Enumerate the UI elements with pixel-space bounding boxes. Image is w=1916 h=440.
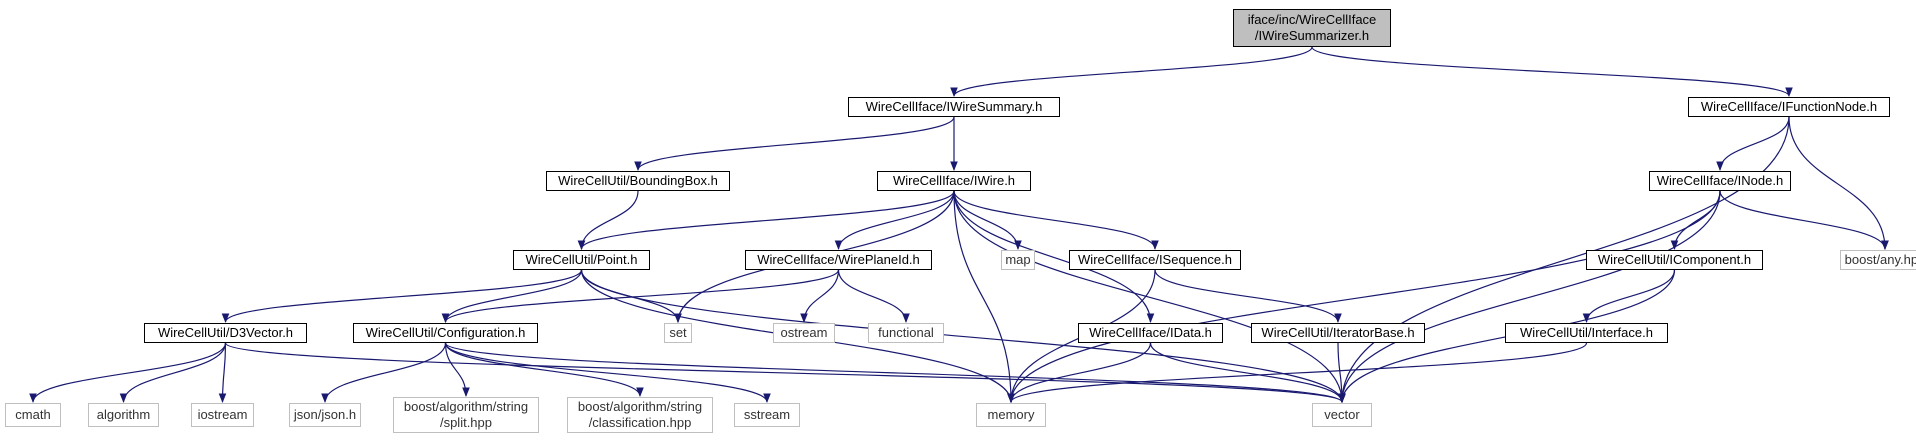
node-cmath[interactable]: cmath — [5, 403, 61, 427]
node-configuration[interactable]: WireCellUtil/Configuration.h — [353, 323, 538, 343]
edge-isequence-to-iteratorbase — [1154, 269, 1342, 323]
edge-wireplaneid-to-ostream — [800, 269, 840, 323]
node-wireplaneid[interactable]: WireCellIface/WirePlaneId.h — [745, 250, 932, 270]
edge-inode-to-memory — [1007, 190, 1721, 403]
node-iwire[interactable]: WireCellIface/IWire.h — [877, 171, 1031, 191]
edge-iteratorbase-to-vector — [1337, 342, 1346, 403]
node-icomponent[interactable]: WireCellUtil/IComponent.h — [1586, 250, 1763, 270]
edge-d3vector-to-algorithm — [119, 342, 227, 403]
edge-d3vector-to-iostream — [218, 342, 227, 403]
edge-idata-to-vector — [1149, 342, 1346, 403]
edge-wireplaneid-to-configuration — [441, 269, 840, 323]
node-iteratorbase[interactable]: WireCellUtil/IteratorBase.h — [1251, 323, 1425, 343]
edge-iwiresummary-to-boundingbox — [634, 116, 955, 171]
edge-interface-to-memory — [1007, 342, 1588, 403]
edge-iwire-to-idata — [953, 190, 1155, 323]
node-json[interactable]: json/json.h — [289, 403, 361, 427]
node-sstream[interactable]: sstream — [734, 403, 800, 427]
node-interface[interactable]: WireCellUtil/Interface.h — [1505, 323, 1668, 343]
edge-iwire-to-wireplaneid — [834, 190, 955, 250]
node-split[interactable]: boost/algorithm/string /split.hpp — [393, 397, 539, 433]
edge-configuration-to-sstream — [444, 342, 771, 403]
node-isequence[interactable]: WireCellIface/ISequence.h — [1069, 250, 1241, 270]
edge-d3vector-to-cmath — [29, 342, 227, 403]
node-classification[interactable]: boost/algorithm/string /classification.h… — [567, 397, 713, 433]
edge-iwire-to-isequence — [953, 190, 1159, 250]
edge-d3vector-to-vector — [224, 342, 1346, 403]
node-memory[interactable]: memory — [976, 403, 1046, 427]
edge-point-to-vector — [580, 269, 1346, 403]
node-functional[interactable]: functional — [868, 323, 944, 343]
edge-point-to-d3vector — [221, 269, 583, 323]
node-root[interactable]: iface/inc/WireCellIface /IWireSummarizer… — [1233, 9, 1391, 47]
edge-ifunctionnode-to-vector — [1338, 116, 1790, 403]
node-iostream[interactable]: iostream — [191, 403, 254, 427]
edge-iwire-to-map — [953, 190, 1022, 250]
edge-point-to-configuration — [441, 269, 583, 323]
node-idata[interactable]: WireCellIface/IData.h — [1078, 323, 1223, 343]
edge-inode-to-vector — [1338, 190, 1721, 403]
edge-iwire-to-memory — [953, 190, 1015, 403]
node-set[interactable]: set — [664, 323, 692, 343]
edge-root-to-ifunctionnode — [1311, 46, 1793, 97]
node-iwiresummary[interactable]: WireCellIface/IWireSummary.h — [848, 97, 1060, 117]
edge-wireplaneid-to-functional — [837, 269, 910, 323]
edge-ifunctionnode-to-boostany — [1788, 116, 1889, 250]
edge-iwire-to-vector — [953, 190, 1346, 403]
edge-configuration-to-split — [444, 342, 470, 397]
node-inode[interactable]: WireCellIface/INode.h — [1649, 171, 1791, 191]
edge-configuration-to-vector — [444, 342, 1346, 403]
node-algorithm[interactable]: algorithm — [88, 403, 159, 427]
node-map[interactable]: map — [1001, 250, 1035, 270]
edge-idata-to-memory — [1007, 342, 1152, 403]
edge-iwire-to-point — [577, 190, 955, 250]
node-boostany[interactable]: boost/any.hpp — [1840, 250, 1916, 270]
node-boundingbox[interactable]: WireCellUtil/BoundingBox.h — [546, 171, 730, 191]
edge-boundingbox-to-point — [577, 190, 639, 250]
node-point[interactable]: WireCellUtil/Point.h — [513, 250, 650, 270]
node-ostream[interactable]: ostream — [773, 323, 835, 343]
edge-configuration-to-json — [321, 342, 447, 403]
edge-root-to-iwiresummary — [950, 46, 1313, 97]
edge-inode-to-boostany — [1719, 190, 1889, 250]
edge-ifunctionnode-to-inode — [1716, 116, 1790, 171]
node-ifunctionnode[interactable]: WireCellIface/IFunctionNode.h — [1688, 97, 1890, 117]
node-vector[interactable]: vector — [1312, 403, 1372, 427]
edge-icomponent-to-interface — [1582, 269, 1676, 323]
edge-configuration-to-classification — [444, 342, 644, 397]
node-d3vector[interactable]: WireCellUtil/D3Vector.h — [144, 323, 307, 343]
